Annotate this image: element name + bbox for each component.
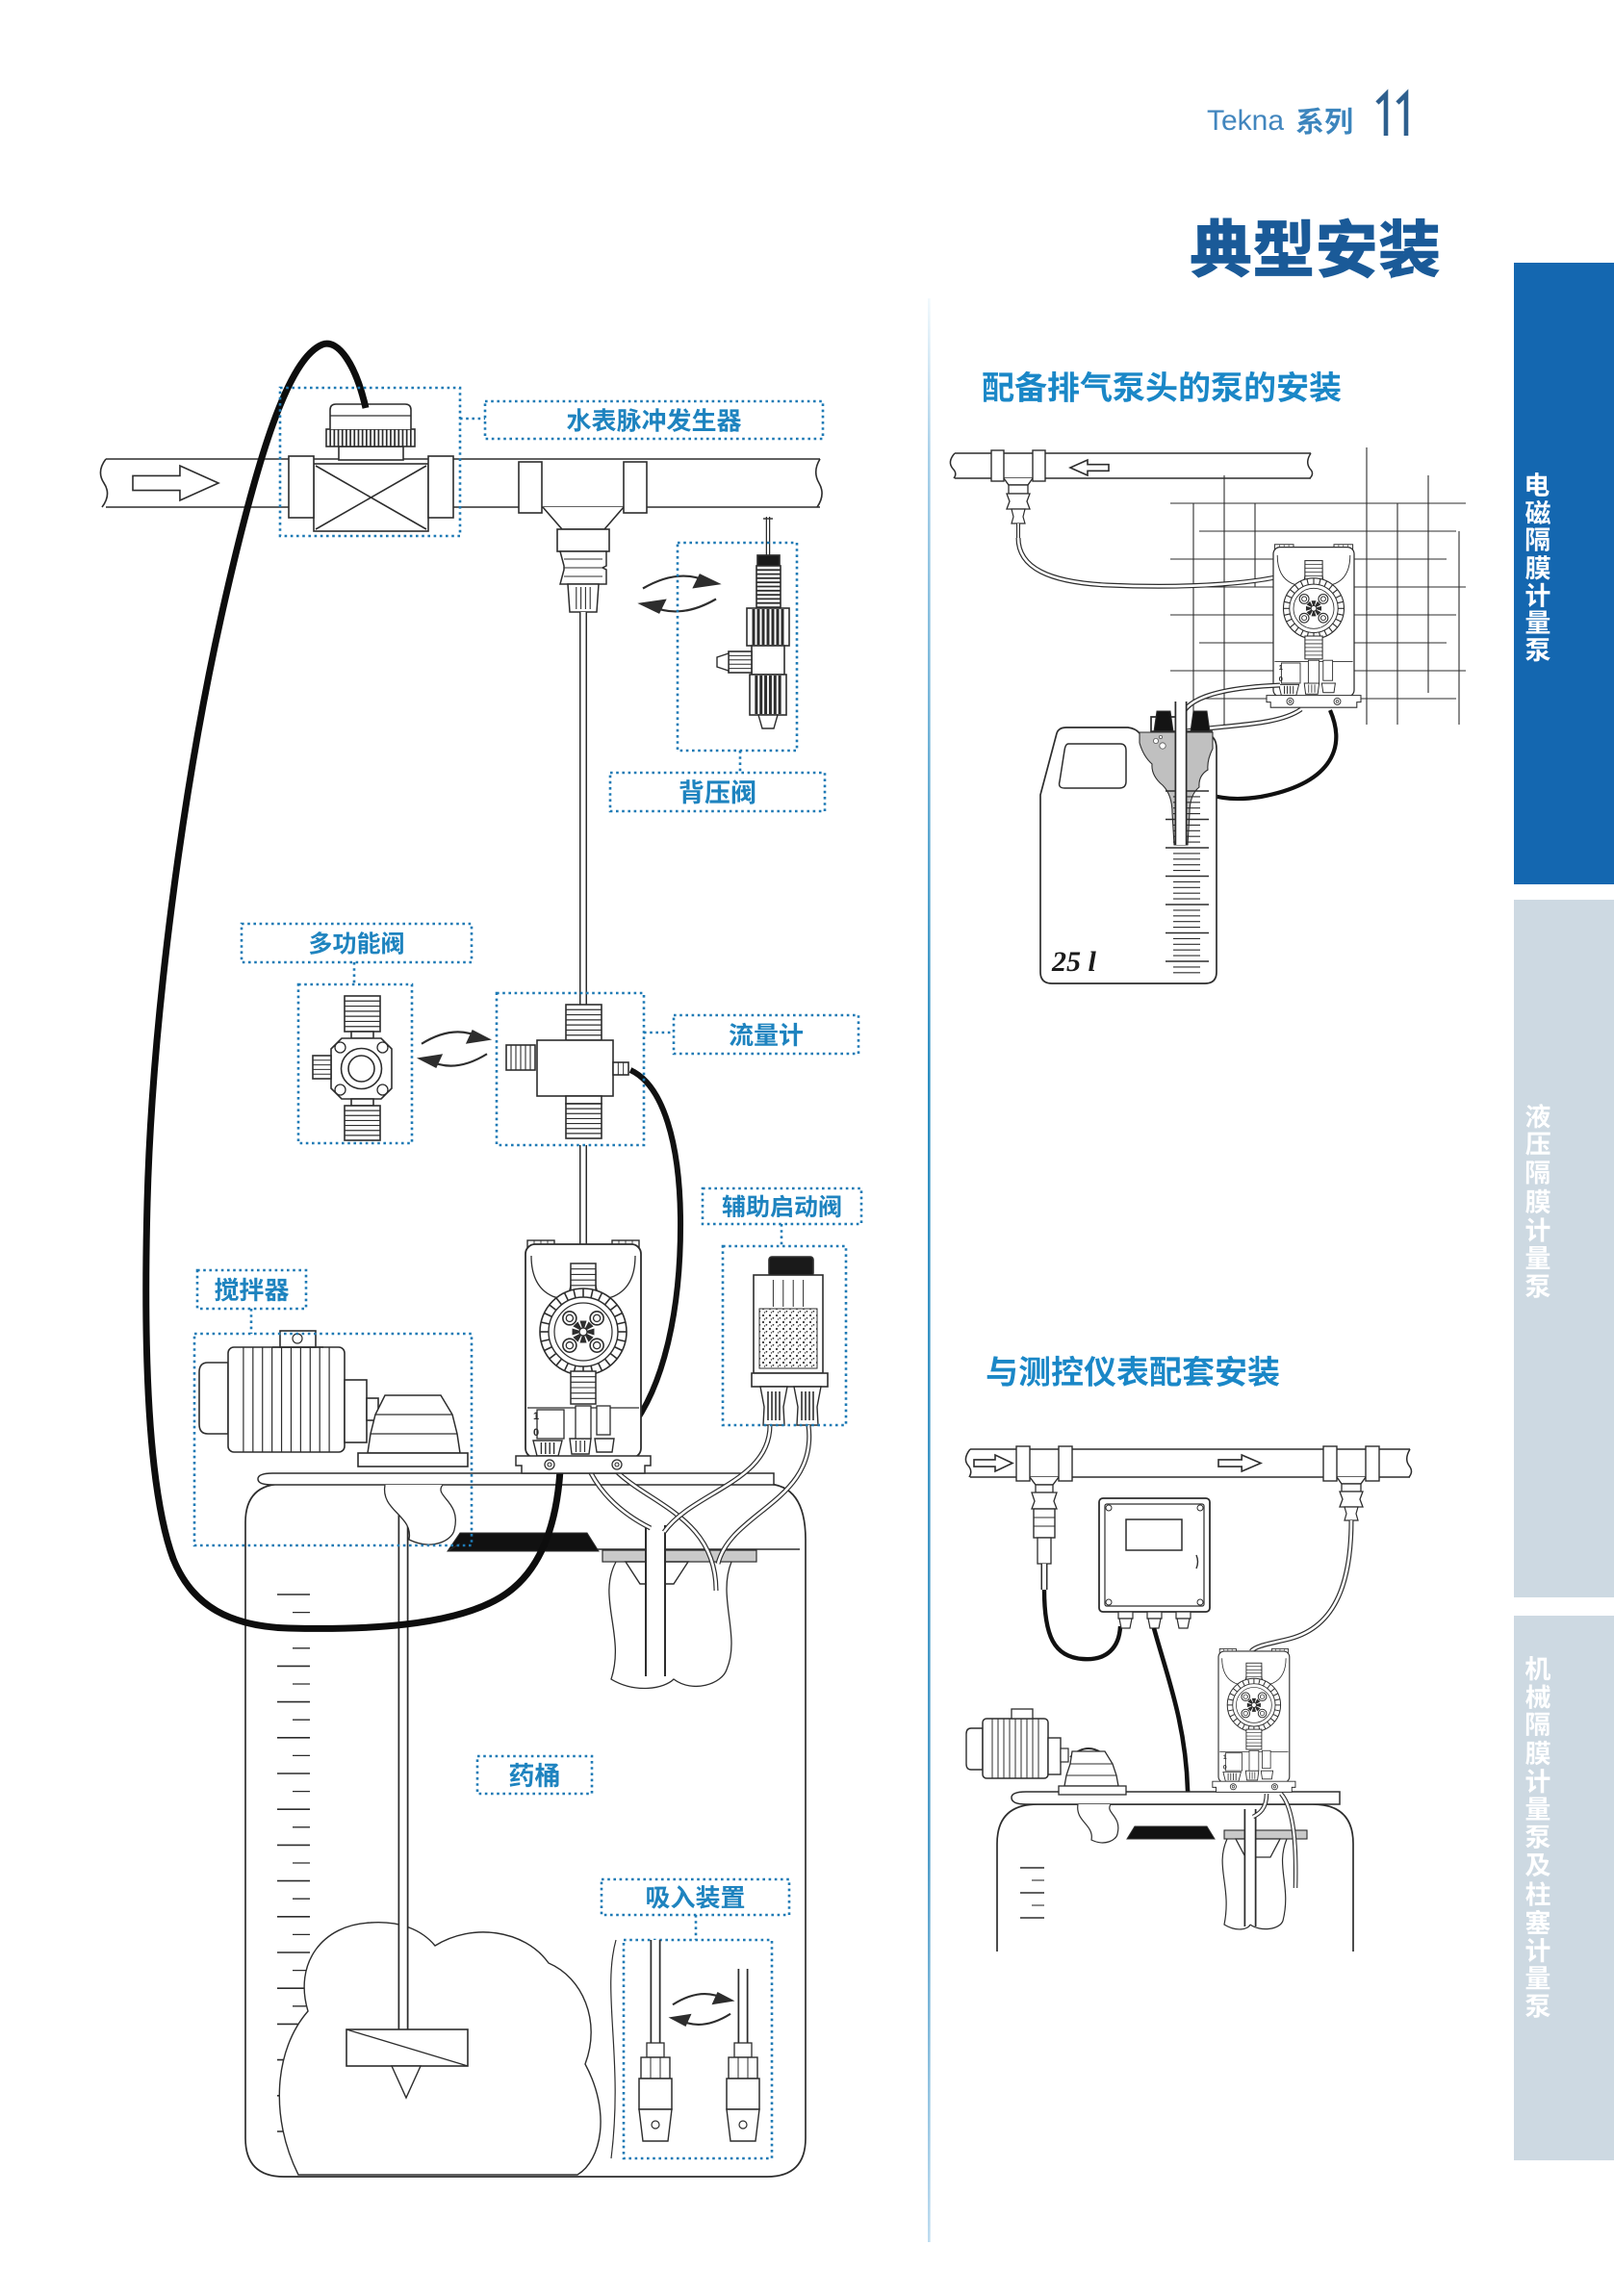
svg-text:Tekna: Tekna [1207,105,1284,137]
svg-text:25 l: 25 l [1051,946,1097,978]
